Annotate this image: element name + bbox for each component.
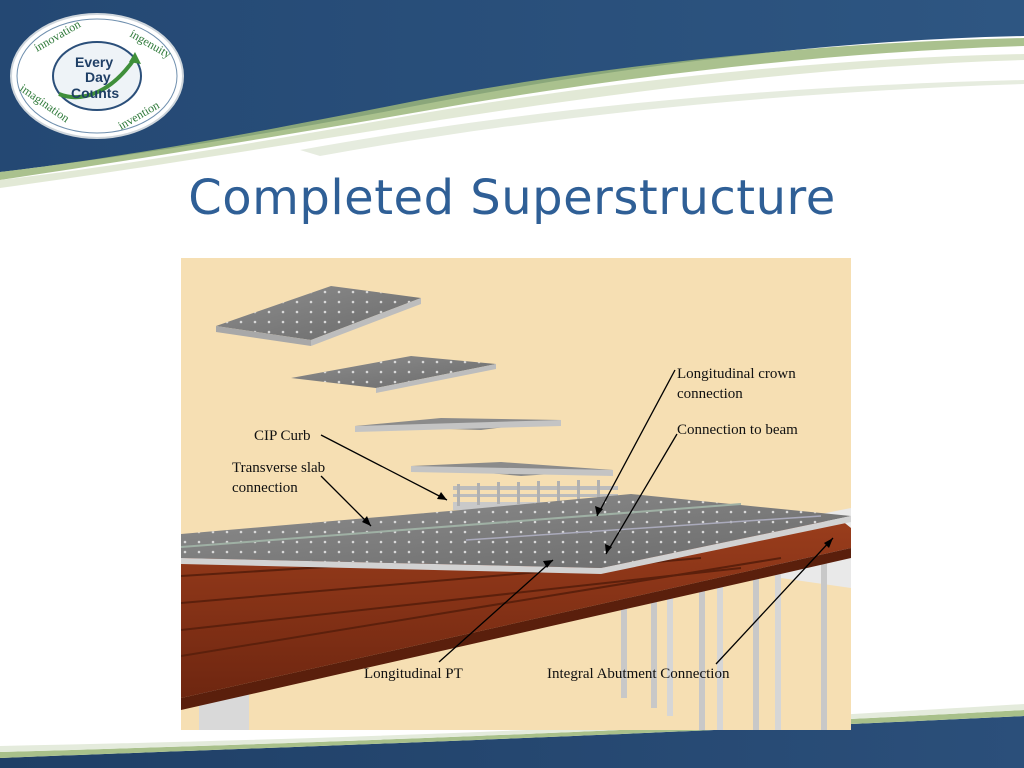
svg-text:Counts: Counts (71, 85, 119, 101)
every-day-counts-logo: innovation ingenuity imagination inventi… (10, 13, 184, 139)
arrowhead-crown (595, 506, 603, 516)
arrowhead-beam (605, 544, 612, 554)
floating-slab-2 (291, 356, 496, 393)
leader-abutment (715, 537, 834, 665)
label-longitudinal-crown-connection: Longitudinal crown connection (677, 366, 796, 402)
superstructure-diagram: Longitudinal crown connection Connection… (181, 258, 851, 730)
arrowhead-pt (543, 560, 553, 568)
floating-slab-1 (216, 286, 421, 346)
label-transverse-slab-connection: Transverse slab connection (232, 460, 326, 496)
label-longitudinal-pt: Longitudinal PT (364, 666, 463, 682)
arrowhead-abutment (824, 538, 833, 548)
floating-slab-3 (355, 418, 561, 432)
svg-text:Every: Every (75, 54, 113, 70)
leader-beam (605, 433, 678, 555)
label-cip-curb: CIP Curb (254, 428, 311, 444)
floating-slab-4 (411, 462, 613, 476)
leader-curb (320, 434, 448, 501)
svg-text:Day: Day (85, 69, 111, 85)
leader-pt (438, 559, 554, 663)
label-connection-to-beam: Connection to beam (677, 422, 798, 438)
arrowhead-curb (437, 492, 447, 500)
label-integral-abutment-connection: Integral Abutment Connection (547, 666, 730, 682)
slide-title: Completed Superstructure (188, 170, 836, 226)
bridge-illustration (181, 286, 851, 730)
bridge-deck (181, 494, 851, 574)
leader-transverse (320, 475, 372, 527)
leader-crown (596, 369, 676, 517)
arrowhead-transverse (362, 516, 371, 526)
